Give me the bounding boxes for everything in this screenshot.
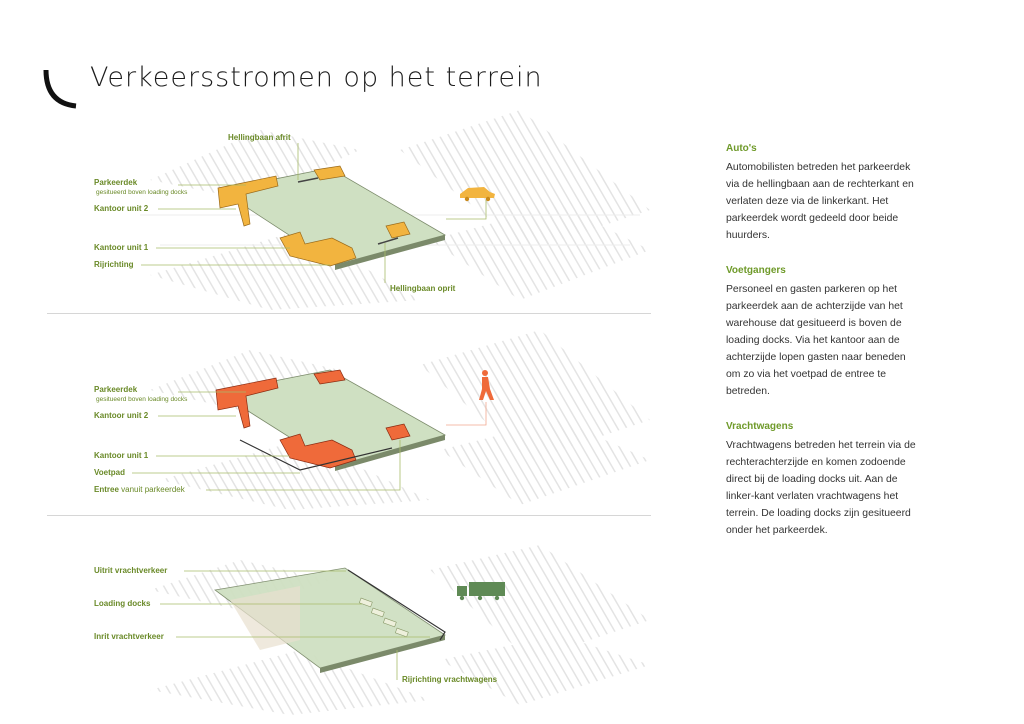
label-kantoor-unit2-1: Kantoor unit 2 — [94, 204, 149, 213]
title-block: Verkeersstromen op het terrein — [42, 58, 642, 114]
label-kantoor-unit1-1: Kantoor unit 1 — [94, 243, 149, 252]
office-unit-2-b — [215, 377, 279, 429]
label-uitrit-vrachtverkeer: Uitrit vrachtverkeer — [94, 566, 167, 575]
label-parkeerdek-1: Parkeerdek — [94, 178, 138, 187]
context-parking-rows-2 — [150, 330, 650, 510]
diagram-voetgangers: Parkeerdek gesitueerd boven loading dock… — [94, 330, 650, 510]
label-hellingbaan-oprit: Hellingbaan oprit — [390, 284, 456, 293]
section-voetgangers: Voetgangers Personeel en gasten parkeren… — [726, 262, 916, 400]
section-autos: Auto's Automobilisten betreden het parke… — [726, 140, 916, 244]
section-vrachtwagens: Vrachtwagens Vrachtwagens betreden het t… — [726, 418, 916, 539]
diagram-canvas: Hellingbaan afrit Parkeerdek gesitueerd … — [94, 110, 650, 715]
divider-1 — [47, 313, 651, 314]
context-parking-rows-1 — [140, 110, 650, 310]
diagram-autos: Hellingbaan afrit Parkeerdek gesitueerd … — [94, 110, 650, 310]
label-loading-docks: Loading docks — [94, 599, 151, 608]
label-voetpad: Voetpad — [94, 468, 125, 477]
label-kantoor-unit1-2: Kantoor unit 1 — [94, 451, 149, 460]
diagram-vrachtwagens: Uitrit vrachtverkeer Loading docks Inrit… — [94, 545, 650, 715]
label-kantoor-unit2-2: Kantoor unit 2 — [94, 411, 149, 420]
label-entree: Entree vanuit parkeerdek — [94, 485, 186, 494]
page-title: Verkeersstromen op het terrein — [90, 62, 543, 93]
car-icon — [460, 187, 495, 202]
truck-icon — [457, 582, 505, 601]
section-body-vrachtwagens: Vrachtwagens betreden het terrein via de… — [726, 440, 916, 536]
office-unit-1 — [279, 231, 357, 267]
office-unit-1-b — [279, 433, 357, 469]
label-rijrichting: Rijrichting — [94, 260, 134, 269]
loading-dock-marks — [358, 597, 409, 638]
label-parkeerdek-sub-1: gesitueerd boven loading docks — [96, 189, 188, 196]
title-arc-icon — [43, 69, 77, 109]
pedestrian-icon — [479, 370, 494, 400]
section-body-voetgangers: Personeel en gasten parkeren op het park… — [726, 284, 906, 397]
label-rijrichting-vrachtwagens: Rijrichting vrachtwagens — [402, 675, 498, 684]
context-parking-rows-3 — [150, 545, 650, 715]
section-heading-vrachtwagens: Vrachtwagens — [726, 421, 794, 432]
office-unit-2 — [217, 175, 279, 227]
label-hellingbaan-afrit: Hellingbaan afrit — [228, 133, 291, 142]
section-heading-voetgangers: Voetgangers — [726, 265, 786, 276]
label-parkeerdek-sub-2: gesitueerd boven loading docks — [96, 396, 188, 403]
divider-2 — [47, 515, 651, 516]
section-body-autos: Automobilisten betreden het parkeerdek v… — [726, 162, 914, 241]
description-panel: Auto's Automobilisten betreden het parke… — [726, 140, 916, 557]
section-heading-autos: Auto's — [726, 143, 757, 154]
label-inrit-vrachtverkeer: Inrit vrachtverkeer — [94, 632, 164, 641]
label-parkeerdek-2: Parkeerdek — [94, 385, 138, 394]
